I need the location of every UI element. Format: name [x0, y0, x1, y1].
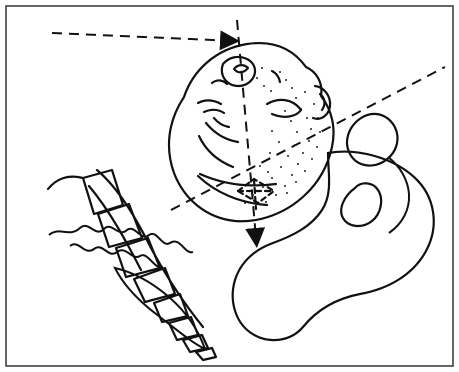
diagram-figure — [0, 0, 459, 372]
diagram-svg — [0, 0, 459, 372]
